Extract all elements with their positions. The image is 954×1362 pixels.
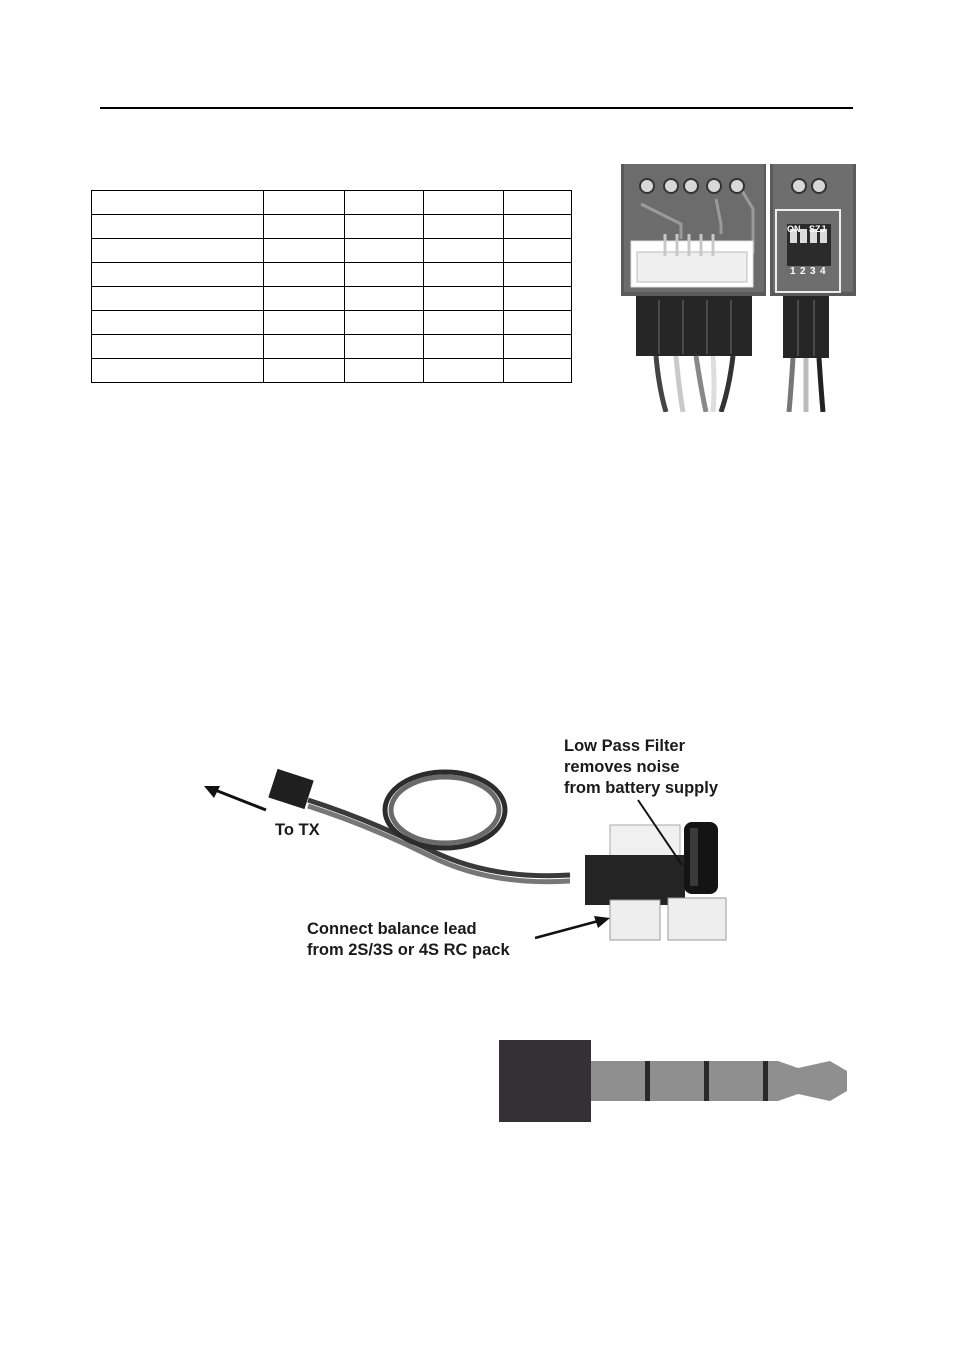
switch-number-4: 4 bbox=[820, 266, 826, 277]
table-cell bbox=[91, 358, 264, 383]
table-cell bbox=[263, 214, 345, 239]
table-cell bbox=[423, 214, 504, 239]
table-cell bbox=[423, 334, 504, 359]
table-cell bbox=[344, 286, 424, 311]
table-cell bbox=[91, 310, 264, 335]
table-cell bbox=[423, 358, 504, 383]
switch-bank-label: SZJ bbox=[809, 224, 826, 234]
to-tx-label: To TX bbox=[275, 821, 320, 839]
table-cell bbox=[263, 262, 345, 287]
table-cell bbox=[344, 334, 424, 359]
table-cell bbox=[344, 190, 424, 215]
table-cell bbox=[263, 190, 345, 215]
table-cell bbox=[503, 238, 572, 263]
switch-number-2: 2 bbox=[800, 266, 806, 277]
table-row bbox=[91, 238, 572, 263]
table-cell bbox=[91, 262, 264, 287]
table-cell bbox=[423, 262, 504, 287]
table-row bbox=[91, 214, 572, 239]
balance-lead-label: Connect balance lead from 2S/3S or 4S RC… bbox=[307, 920, 510, 959]
table-cell bbox=[344, 310, 424, 335]
table-row bbox=[91, 190, 572, 215]
switch-on-label: ON bbox=[787, 224, 801, 234]
table-cell bbox=[423, 190, 504, 215]
table-cell bbox=[423, 286, 504, 311]
table-cell bbox=[263, 358, 345, 383]
table-cell bbox=[344, 238, 424, 263]
table-cell bbox=[503, 214, 572, 239]
table-cell bbox=[91, 214, 264, 239]
table-cell bbox=[423, 310, 504, 335]
table-cell bbox=[503, 286, 572, 311]
table-cell bbox=[503, 310, 572, 335]
table-row bbox=[91, 310, 572, 335]
table-cell bbox=[91, 190, 264, 215]
pcb-photo: ON SZJ 1 2 3 4 bbox=[621, 164, 856, 413]
balance-arrow bbox=[534, 918, 603, 940]
switch-number-1: 1 bbox=[790, 266, 796, 277]
table-cell bbox=[91, 286, 264, 311]
table-row bbox=[91, 334, 572, 359]
to-tx-arrow bbox=[209, 786, 267, 812]
table-cell bbox=[263, 310, 345, 335]
plug-shaft bbox=[591, 1061, 847, 1101]
header-rule bbox=[100, 107, 853, 109]
table-cell bbox=[503, 358, 572, 383]
table-cell bbox=[263, 238, 345, 263]
table-cell bbox=[263, 334, 345, 359]
table-cell bbox=[344, 358, 424, 383]
plug-ring-1 bbox=[645, 1061, 650, 1101]
table-cell bbox=[91, 334, 264, 359]
table-cell bbox=[503, 334, 572, 359]
table-row bbox=[91, 262, 572, 287]
plug-ring-2 bbox=[704, 1061, 709, 1101]
table-row bbox=[91, 358, 572, 383]
capacitor bbox=[684, 822, 718, 894]
table-row bbox=[91, 286, 572, 311]
lpf-arrow bbox=[637, 799, 683, 866]
table-cell bbox=[344, 214, 424, 239]
pcb-photo-drawing: ON SZJ 1 2 3 4 bbox=[621, 164, 856, 413]
trrs-plug-diagram bbox=[499, 1040, 847, 1122]
plug-body bbox=[499, 1040, 591, 1122]
servo-plug bbox=[268, 768, 314, 810]
cable-photo bbox=[204, 768, 727, 941]
table-cell bbox=[423, 238, 504, 263]
table-cell bbox=[91, 238, 264, 263]
table-cell bbox=[503, 262, 572, 287]
table-cell bbox=[503, 190, 572, 215]
config-table bbox=[91, 190, 572, 383]
table-cell bbox=[263, 286, 345, 311]
table-cell bbox=[344, 262, 424, 287]
plug-ring-3 bbox=[763, 1061, 768, 1101]
switch-number-3: 3 bbox=[810, 266, 816, 277]
low-pass-filter-label: Low Pass Filter removes noise from batte… bbox=[564, 737, 719, 797]
